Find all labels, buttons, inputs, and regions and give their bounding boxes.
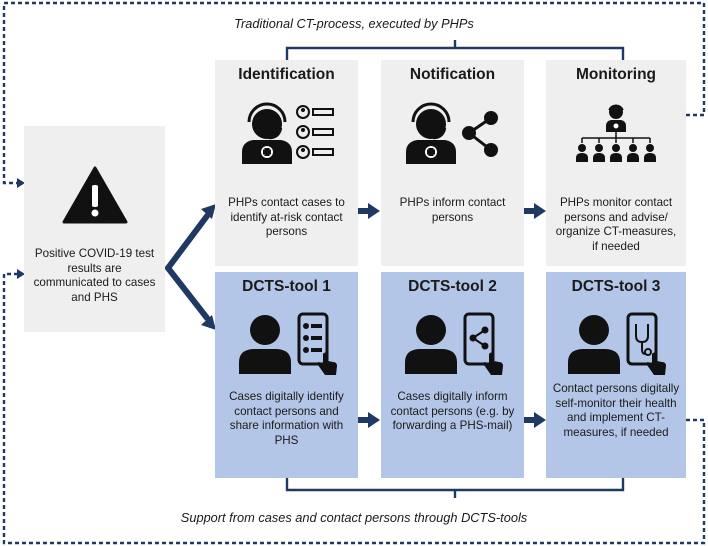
dcts-tool-3-text: Contact persons digitally self-monitor t…: [552, 382, 680, 439]
bottom-caption: Support from cases and contact persons t…: [180, 510, 528, 525]
dashed-feedback-bottom: [2, 272, 706, 545]
top-caption: Traditional CT-process, executed by PHPs: [234, 16, 474, 31]
notification-box: Notification PHPs inform contact persons: [381, 60, 524, 266]
identification-box: Identification PHPs contact cases to ide…: [215, 60, 358, 266]
identification-title: Identification: [238, 66, 335, 83]
monitoring-title: Monitoring: [575, 66, 657, 83]
phone-operator-share-icon: [406, 102, 498, 164]
bottom-bracket: [285, 478, 625, 498]
monitoring-text: PHPs monitor contact persons and advise/…: [555, 196, 677, 253]
monitoring-box: Monitoring PHPs monitor contact persons …: [546, 60, 686, 266]
fork-arrows: [165, 213, 210, 321]
dashed-feedback-top: [2, 1, 706, 185]
phone-operator-list-icon: [242, 102, 334, 164]
dcts-tool-2-box: DCTS-tool 2 Cases digitally inform conta…: [381, 272, 524, 478]
dashed-arrowhead-top: [17, 178, 25, 188]
dcts-tool-1-text: Cases digitally identify contact persons…: [229, 390, 344, 447]
person-phone-share-icon: [405, 312, 503, 375]
warning-icon: [62, 166, 128, 224]
person-phone-stethoscope-icon: [568, 312, 666, 375]
dcts-tool-3-box: DCTS-tool 3 Contact persons digitally se…: [546, 272, 686, 478]
identification-text: PHPs contact cases to identify at-risk c…: [228, 196, 345, 238]
top-bracket: [285, 40, 625, 60]
fork-arrowhead-up: [201, 204, 216, 219]
start-box-text: Positive COVID-19 test results are commu…: [33, 247, 156, 304]
dcts-tool-2-title: DCTS-tool 2: [408, 278, 497, 295]
dashed-arrowhead-bottom: [17, 269, 25, 279]
dcts-tool-3-title: DCTS-tool 3: [571, 278, 661, 295]
notification-text: PHPs inform contact persons: [399, 196, 506, 224]
hierarchy-icon: [576, 104, 656, 162]
dcts-tool-1-title: DCTS-tool 1: [242, 278, 331, 295]
dcts-tool-2-text: Cases digitally inform contact persons (…: [390, 390, 515, 432]
fork-arrowhead-down: [201, 315, 216, 330]
start-box: Positive COVID-19 test results are commu…: [24, 126, 165, 332]
dcts-tool-1-box: DCTS-tool 1 Cases digitally identify con…: [215, 272, 358, 478]
person-phone-contacts-icon: [239, 312, 337, 375]
notification-title: Notification: [409, 66, 496, 83]
step-arrows: [357, 203, 546, 428]
